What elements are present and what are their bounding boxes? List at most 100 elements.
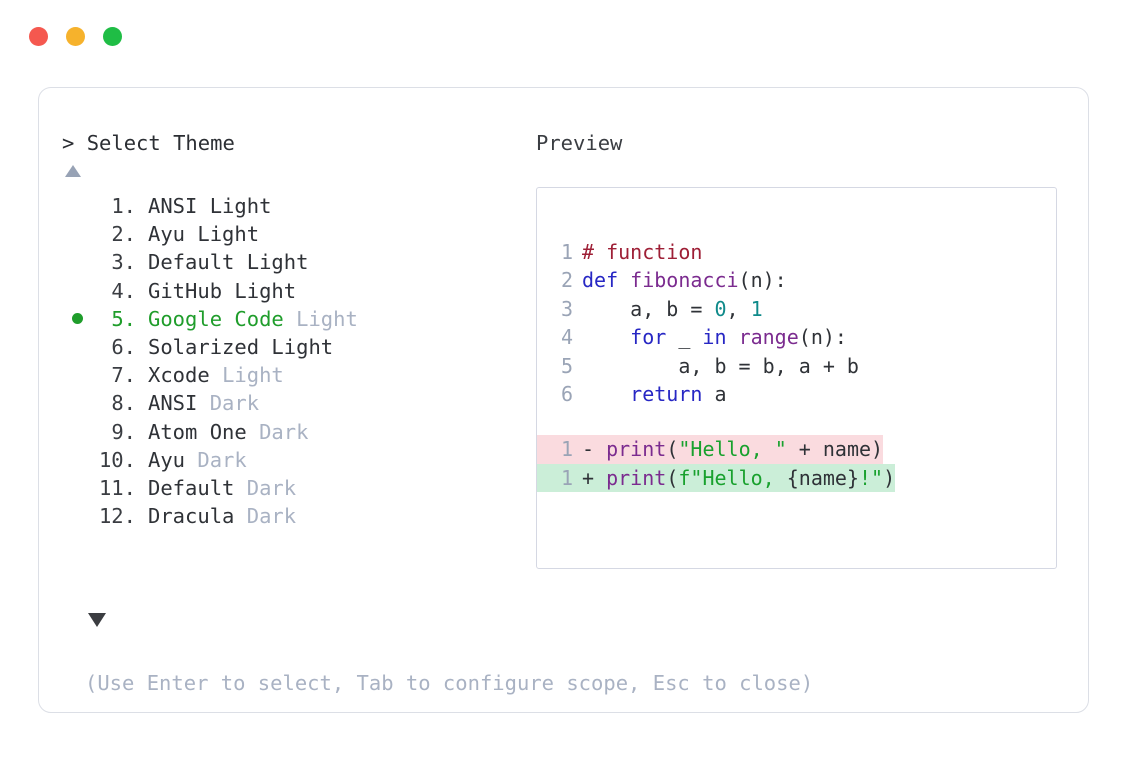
prompt-chevron-icon: > xyxy=(62,131,75,155)
code-line: 5 a, b = b, a + b xyxy=(537,352,1056,380)
selection-bullet-icon xyxy=(62,418,92,446)
theme-name: GitHub xyxy=(148,278,235,303)
theme-list-item[interactable]: 12.Dracula Dark xyxy=(62,502,532,530)
code-token: a xyxy=(702,381,727,406)
theme-name: Ayu xyxy=(148,447,198,472)
selection-bullet-icon xyxy=(62,248,92,276)
line-number: 3 xyxy=(560,296,573,321)
window-titlebar xyxy=(0,0,1129,72)
theme-name: Ayu xyxy=(148,222,198,247)
theme-list-item[interactable]: 10.Ayu Dark xyxy=(62,446,532,474)
theme-list-item[interactable]: 8.ANSI Dark xyxy=(62,389,532,417)
code-token: !" xyxy=(858,465,884,490)
code-token: in xyxy=(702,325,727,350)
selection-bullet-icon xyxy=(62,277,92,305)
code-token xyxy=(582,380,630,408)
theme-variant-badge: Light xyxy=(209,194,272,218)
theme-variant-badge: Light xyxy=(197,222,260,247)
close-window-icon[interactable] xyxy=(29,26,48,46)
theme-index: 2. xyxy=(111,222,136,247)
diff-line: 1- print("Hello, " + name) xyxy=(537,435,884,464)
scroll-up-row[interactable] xyxy=(62,156,532,186)
code-token: return xyxy=(630,381,703,406)
theme-index: 11. xyxy=(98,475,136,500)
prompt-label: Select Theme xyxy=(86,131,235,155)
selected-dot-icon xyxy=(71,313,83,325)
code-token xyxy=(582,323,630,351)
code-line: 4 for _ in range(n): xyxy=(537,323,1056,351)
code-token: (n): xyxy=(738,268,787,293)
diff-marker: + xyxy=(582,465,607,490)
scroll-down-row[interactable] xyxy=(88,613,106,646)
theme-variant-badge: Dark xyxy=(209,391,260,416)
theme-index: 7. xyxy=(111,363,136,388)
theme-list-item[interactable]: 3. Default Light xyxy=(62,248,532,276)
theme-list-item[interactable]: 7.Xcode Light xyxy=(62,361,532,389)
code-token: 1 xyxy=(750,296,763,321)
theme-list-item[interactable]: 4. GitHub Light xyxy=(62,277,532,305)
code-token: for xyxy=(630,325,667,350)
theme-variant-badge: Dark xyxy=(246,475,297,500)
selection-bullet-icon xyxy=(62,361,92,389)
theme-list-item[interactable]: 11. Default Dark xyxy=(62,474,532,502)
selection-bullet-icon xyxy=(62,333,92,361)
theme-name: Google Code xyxy=(148,306,297,331)
theme-name: ANSI xyxy=(148,391,210,416)
theme-index: 5. xyxy=(111,306,136,331)
maximize-window-icon[interactable] xyxy=(103,26,122,46)
diff-marker: - xyxy=(582,437,607,462)
code-line: 3 a, b = 0, 1 xyxy=(537,295,1056,323)
code-token: (n): xyxy=(798,325,847,350)
theme-variant-badge: Light xyxy=(271,334,334,359)
code-spacer xyxy=(537,408,1056,435)
triangle-up-icon[interactable] xyxy=(65,165,81,177)
code-line: 1 # function xyxy=(537,238,1056,266)
theme-name: ANSI xyxy=(148,194,210,218)
theme-name: Default xyxy=(148,475,247,500)
code-token: _ xyxy=(666,325,703,350)
code-token: print xyxy=(606,437,667,462)
line-number: 2 xyxy=(560,268,573,293)
code-token: ( xyxy=(666,465,679,490)
theme-list-item[interactable]: 9. Atom One Dark xyxy=(62,418,532,446)
line-number: 1 xyxy=(560,437,573,462)
theme-index: 4. xyxy=(111,278,136,303)
line-number: 1 xyxy=(560,240,573,264)
theme-list-item[interactable]: 2. Ayu Light xyxy=(62,220,532,248)
theme-name: Default xyxy=(148,250,247,275)
code-token: "Hello, " xyxy=(678,437,787,462)
diff-line: 1+ print(f"Hello, {name}!") xyxy=(537,463,896,493)
code-line: 6 return a xyxy=(537,380,1056,408)
code-token xyxy=(727,323,739,351)
page-title xyxy=(74,131,86,155)
theme-list-item[interactable]: 5.Google Code Light xyxy=(62,305,532,333)
theme-variant-badge: Dark xyxy=(259,419,309,444)
theme-variant-badge: Dark xyxy=(246,504,297,529)
line-number: 1 xyxy=(560,465,573,490)
theme-list-item[interactable]: 6.Solarized Light xyxy=(62,333,532,361)
selection-bullet-icon xyxy=(62,192,92,220)
code-token: a, b = b, a + b xyxy=(582,353,859,378)
theme-name: Atom One xyxy=(148,419,260,444)
triangle-down-icon[interactable] xyxy=(88,613,106,646)
theme-variant-badge: Light xyxy=(234,278,297,303)
theme-list-item[interactable]: 1.ANSI Light xyxy=(62,192,532,220)
minimize-window-icon[interactable] xyxy=(66,26,85,46)
theme-variant-badge: Dark xyxy=(197,447,247,472)
code-token: def xyxy=(582,268,631,293)
code-token: 0 xyxy=(714,296,727,321)
code-token: # function xyxy=(582,240,703,264)
selection-bullet-icon xyxy=(62,389,92,417)
theme-index: 3. xyxy=(111,250,136,275)
code-token: print xyxy=(606,465,667,490)
theme-index: 9. xyxy=(111,419,136,444)
theme-index: 6. xyxy=(111,334,136,359)
theme-index: 12. xyxy=(98,504,136,529)
theme-variant-badge: Light xyxy=(246,250,309,275)
